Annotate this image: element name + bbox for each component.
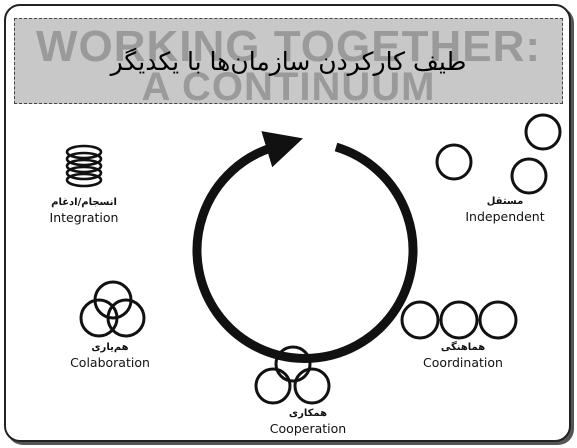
- background-title-line2: A CONTINUUM: [141, 65, 436, 104]
- coordination-icon: [400, 300, 518, 340]
- label-cooperation-en: Cooperation: [269, 420, 347, 436]
- label-coordination: هماهنگی Coordination: [403, 342, 523, 370]
- independent-icon: [435, 113, 562, 195]
- label-coordination-fa: هماهنگی: [440, 342, 486, 353]
- cooperation-icon: [254, 345, 331, 405]
- label-integration-en: Integration: [49, 209, 119, 225]
- label-collaboration-fa: هم‌یاری: [91, 342, 129, 353]
- label-collaboration-en: Colaboration: [70, 354, 150, 370]
- persian-title: طیف کارکردن سازمان‌ها با یکدیگر: [110, 47, 467, 76]
- label-independent-en: Independent: [465, 208, 545, 224]
- background-title-line1: WORKING TOGETHER:: [35, 22, 542, 71]
- collaboration-icon: [79, 280, 146, 338]
- label-cooperation: همکاری Cooperation: [248, 408, 368, 436]
- label-independent: مستقل Independent: [440, 196, 570, 224]
- label-integration-fa: انسجام/ادغام: [51, 197, 117, 208]
- label-cooperation-fa: همکاری: [288, 408, 328, 419]
- cycle-arrow: [192, 131, 418, 363]
- title-banner: WORKING TOGETHER: A CONTINUUM طیف کارکرد…: [14, 18, 563, 104]
- label-integration: انسجام/ادغام Integration: [24, 197, 144, 225]
- integration-icon: [65, 144, 103, 188]
- label-coordination-en: Coordination: [423, 354, 503, 370]
- label-collaboration: هم‌یاری Colaboration: [50, 342, 170, 370]
- label-independent-fa: مستقل: [486, 196, 524, 207]
